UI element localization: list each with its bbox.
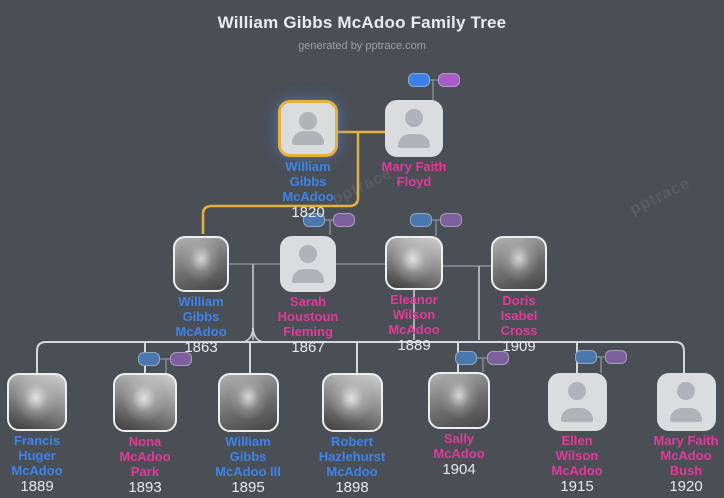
spouse-toggle-chip-blue-sarah-houstoun-fleming[interactable] bbox=[303, 213, 325, 227]
birth-year-sarah-houstoun-fleming: 1867 bbox=[291, 339, 325, 356]
name-line: McAdoo bbox=[433, 446, 485, 461]
spouse-toggle-chip-purple-sarah-houstoun-fleming[interactable] bbox=[333, 213, 355, 227]
birth-year-francis-huger-mcadoo: 1889 bbox=[20, 478, 54, 495]
name-line: Isabel bbox=[500, 308, 538, 323]
name-line: Gibbs bbox=[229, 449, 267, 464]
spouse-toggle-chip-blue-nona-mcadoo-park[interactable] bbox=[138, 352, 160, 366]
name-line: Doris bbox=[502, 293, 536, 308]
name-line: Hazlehurst bbox=[318, 449, 386, 464]
portrait-photo-sally-mcadoo[interactable] bbox=[428, 372, 490, 429]
name-line: Ellen bbox=[561, 433, 593, 448]
name-line: McAdoo bbox=[119, 449, 171, 464]
birth-year-william-gibbs-mcadoo-iii: 1895 bbox=[231, 479, 265, 496]
lineage-highlight-path bbox=[201, 130, 385, 234]
portrait-placeholder-william-gibbs-mcadoo-1820[interactable] bbox=[278, 100, 338, 157]
name-line: William bbox=[225, 434, 271, 449]
portrait-photo-robert-hazlehurst-mcadoo[interactable] bbox=[321, 373, 383, 432]
birth-year-william-gibbs-mcadoo-1863: 1863 bbox=[184, 339, 218, 356]
name-line: Cross bbox=[500, 323, 538, 338]
name-line: Mary Faith bbox=[653, 433, 719, 448]
spouse-toggle-chip-blue-mary-faith-floyd[interactable] bbox=[408, 73, 430, 87]
spouse-toggle-chip-purple-sally-mcadoo[interactable] bbox=[487, 351, 509, 365]
name-line: McAdoo bbox=[175, 324, 227, 339]
name-line: Eleanor bbox=[390, 292, 438, 307]
name-line: McAdoo bbox=[388, 322, 440, 337]
name-line: Mary Faith bbox=[381, 159, 447, 174]
couple-connectors bbox=[229, 263, 491, 267]
chip-stems bbox=[160, 79, 605, 373]
name-line: Fleming bbox=[283, 324, 333, 339]
name-line: Huger bbox=[18, 448, 56, 463]
name-line: Sarah bbox=[289, 294, 327, 309]
spouse-toggle-chip-blue-sally-mcadoo[interactable] bbox=[455, 351, 477, 365]
spouse-toggle-chip-purple-nona-mcadoo-park[interactable] bbox=[170, 352, 192, 366]
spouse-toggle-chip-purple-ellen-wilson-mcadoo[interactable] bbox=[605, 350, 627, 364]
name-line: Wilson bbox=[555, 448, 599, 463]
union-drop-lines bbox=[252, 264, 480, 340]
name-line: McAdoo III bbox=[215, 464, 281, 479]
name-line: McAdoo bbox=[551, 463, 603, 478]
birth-year-william-gibbs-mcadoo-1820: 1820 bbox=[291, 204, 325, 221]
portrait-photo-nona-mcadoo-park[interactable] bbox=[113, 373, 177, 432]
portrait-photo-eleanor-wilson-mcadoo[interactable] bbox=[385, 236, 443, 290]
name-line: Houstoun bbox=[277, 309, 339, 324]
birth-year-eleanor-wilson-mcadoo: 1889 bbox=[397, 337, 431, 354]
name-line: Robert bbox=[331, 434, 373, 449]
name-line: William bbox=[178, 294, 224, 309]
portrait-photo-doris-isabel-cross[interactable] bbox=[491, 236, 547, 291]
name-line: Wilson bbox=[392, 307, 436, 322]
name-line: McAdoo bbox=[282, 189, 334, 204]
birth-year-doris-isabel-cross: 1909 bbox=[502, 338, 536, 355]
portrait-placeholder-mary-faith-mcadoo-bush[interactable] bbox=[656, 373, 716, 431]
name-line: Francis bbox=[13, 433, 61, 448]
name-line: Bush bbox=[669, 463, 703, 478]
name-line: Gibbs bbox=[182, 309, 220, 324]
spouse-toggle-chip-purple-mary-faith-floyd[interactable] bbox=[438, 73, 460, 87]
spouse-toggle-chip-purple-eleanor-wilson-mcadoo[interactable] bbox=[440, 213, 462, 227]
birth-year-sally-mcadoo: 1904 bbox=[442, 461, 476, 478]
portrait-photo-francis-huger-mcadoo[interactable] bbox=[7, 373, 67, 431]
spouse-toggle-chip-blue-ellen-wilson-mcadoo[interactable] bbox=[575, 350, 597, 364]
birth-year-nona-mcadoo-park: 1893 bbox=[128, 479, 162, 496]
portrait-photo-william-gibbs-mcadoo-iii[interactable] bbox=[217, 373, 279, 432]
portrait-placeholder-ellen-wilson-mcadoo[interactable] bbox=[547, 373, 607, 431]
spouse-toggle-chip-blue-eleanor-wilson-mcadoo[interactable] bbox=[410, 213, 432, 227]
name-line: Floyd bbox=[396, 174, 432, 189]
name-line: McAdoo bbox=[660, 448, 712, 463]
birth-year-mary-faith-mcadoo-bush: 1920 bbox=[669, 478, 703, 495]
portrait-placeholder-sarah-houstoun-fleming[interactable] bbox=[280, 236, 336, 292]
name-line: William bbox=[285, 159, 331, 174]
birth-year-ellen-wilson-mcadoo: 1915 bbox=[560, 478, 594, 495]
page-subtitle: generated by pptrace.com bbox=[298, 40, 426, 52]
name-line: Gibbs bbox=[289, 174, 327, 189]
portrait-photo-william-gibbs-mcadoo-1863[interactable] bbox=[173, 236, 229, 292]
birth-year-robert-hazlehurst-mcadoo: 1898 bbox=[335, 479, 369, 496]
name-line: Park bbox=[130, 464, 160, 479]
page-title: William Gibbs McAdoo Family Tree bbox=[217, 13, 507, 32]
name-line: McAdoo bbox=[11, 463, 63, 478]
name-line: McAdoo bbox=[326, 464, 378, 479]
name-line: Nona bbox=[128, 434, 162, 449]
portrait-placeholder-mary-faith-floyd[interactable] bbox=[385, 100, 443, 157]
name-line: Sally bbox=[443, 431, 475, 446]
